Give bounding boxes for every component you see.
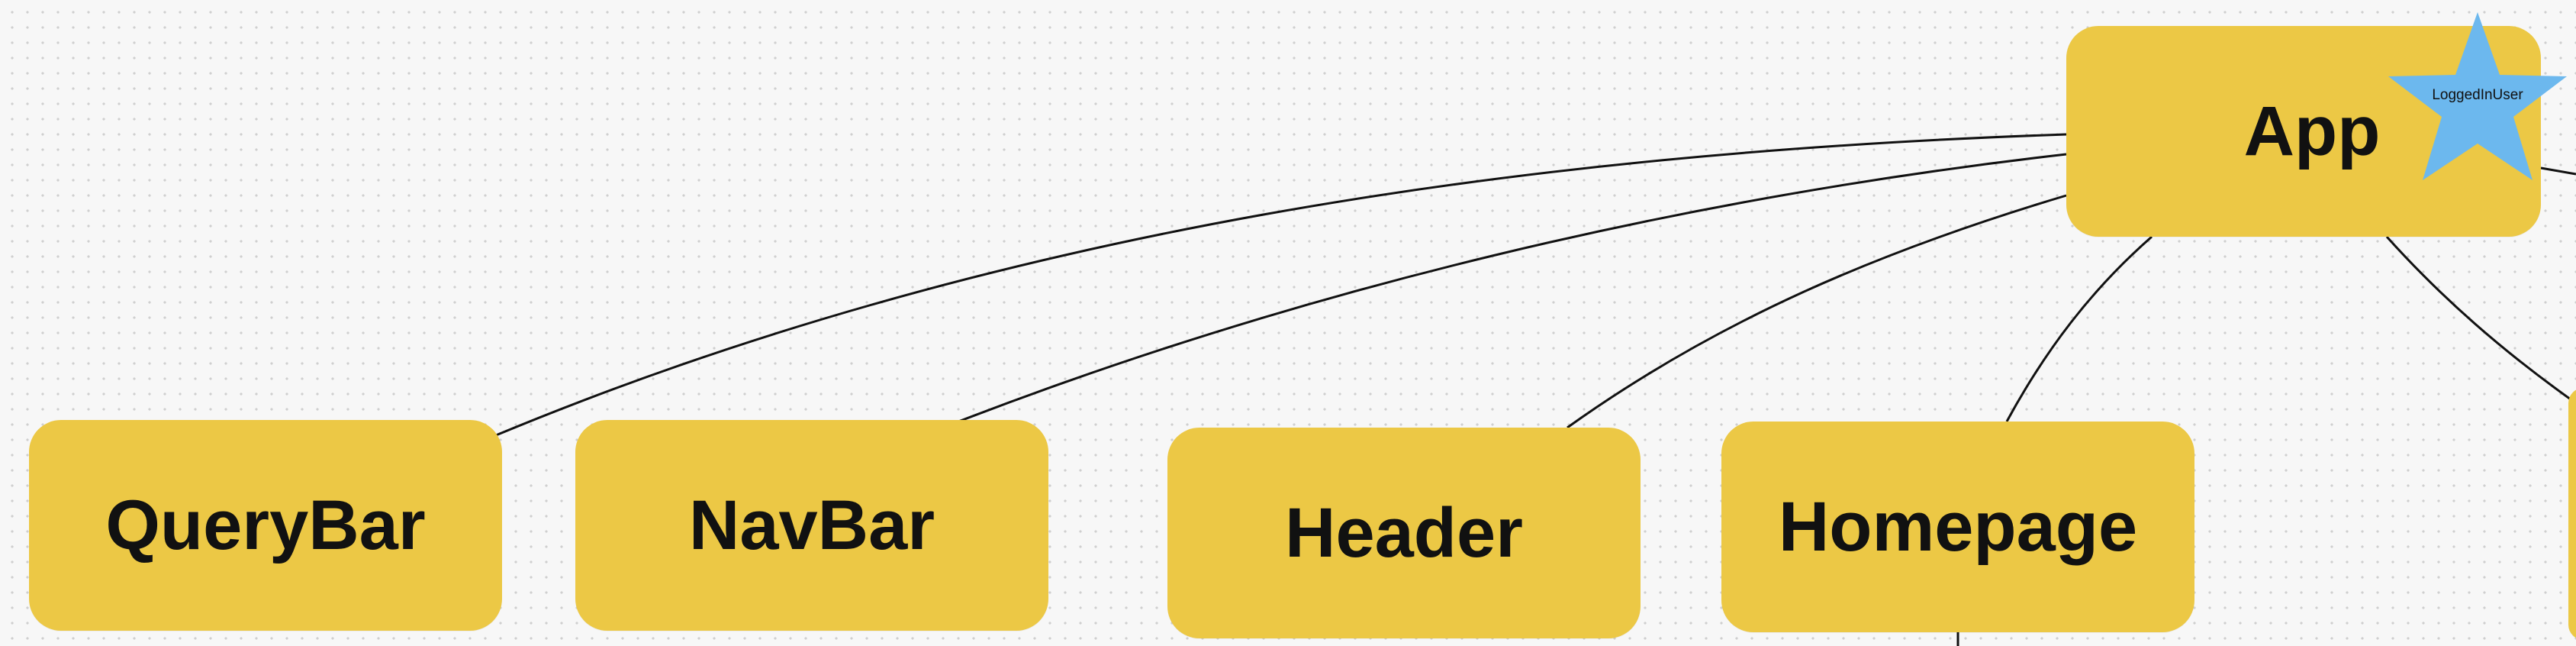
star-shape (2388, 12, 2567, 180)
node-offscreen-partial[interactable] (2568, 388, 2576, 640)
node-navbar[interactable]: NavBar (575, 420, 1048, 631)
node-header[interactable]: Header (1167, 428, 1641, 638)
star-icon[interactable]: LoggedInUser (2382, 8, 2573, 191)
edge-app-header (1567, 194, 2067, 429)
node-querybar[interactable]: QueryBar (29, 420, 502, 631)
node-label: Homepage (1778, 487, 2138, 566)
node-label: Header (1285, 493, 1523, 572)
edge-app-navbar (950, 153, 2067, 426)
star-label: LoggedInUser (2432, 87, 2523, 103)
node-label: App (2243, 92, 2381, 170)
node-label: QueryBar (105, 486, 426, 564)
node-homepage[interactable]: Homepage (1721, 422, 2194, 632)
edge-app-querybar (495, 133, 2067, 437)
edge-app-offscreen-right (2385, 235, 2576, 405)
edge-app-homepage (2005, 235, 2153, 422)
node-label: NavBar (688, 486, 935, 564)
